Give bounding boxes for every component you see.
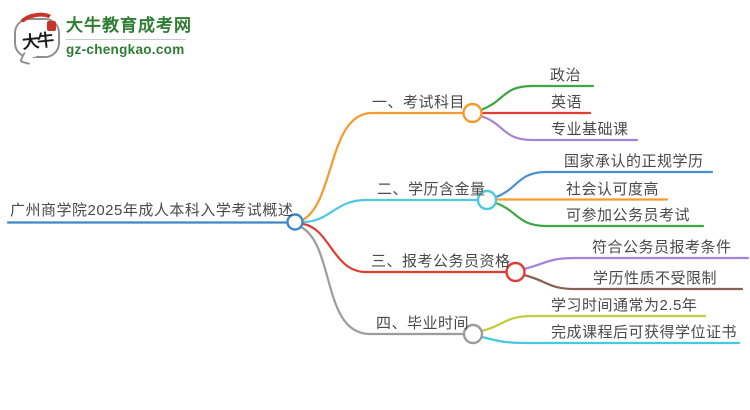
branch-1-node-circle[interactable] <box>462 102 483 124</box>
connector-branch-1 <box>301 111 465 222</box>
logo-characters: 大牛 <box>21 30 54 54</box>
branch-3-node-circle[interactable] <box>505 261 526 283</box>
connector-branch-3-child-1 <box>522 256 750 271</box>
connector-branch-2 <box>301 198 480 224</box>
branch-4-node-circle[interactable] <box>462 323 484 345</box>
branch-1-child-1-label[interactable]: 政治 <box>550 67 582 84</box>
site-url: gz-chengkao.com <box>66 42 185 57</box>
connector-branch-2-child-3 <box>494 201 705 228</box>
branch-4-label[interactable]: 四、毕业时间 <box>376 315 470 332</box>
connector-branch-4-child-1 <box>480 314 707 333</box>
logo-red-seal <box>47 21 56 31</box>
branch-3-label[interactable]: 三、报考公务员资格 <box>371 253 511 270</box>
branch-2-child-1-label[interactable]: 国家承认的正规学历 <box>564 153 704 170</box>
site-logo[interactable]: 大牛 大牛教育成考网 gz-chengkao.com <box>14 9 192 65</box>
branch-2-node-circle[interactable] <box>476 189 498 211</box>
branch-3-child-1-label[interactable]: 符合公务员报考条件 <box>592 239 732 256</box>
connector-branch-3-child-2 <box>522 273 744 291</box>
branch-4-child-2-label[interactable]: 完成课程后可获得学位证书 <box>551 324 738 341</box>
connector-branch-4-child-2 <box>480 335 741 345</box>
connector-branch-3 <box>301 222 508 274</box>
branch-2-label[interactable]: 二、学历含金量 <box>377 181 486 198</box>
branch-4-child-1-label[interactable]: 学习时间通常为2.5年 <box>551 297 698 314</box>
logo-divider <box>66 39 186 40</box>
site-name: 大牛教育成考网 <box>66 16 192 35</box>
branch-1-label[interactable]: 一、考试科目 <box>372 94 466 111</box>
root-node-label[interactable]: 广州商学院2025年成人本科入学考试概述 <box>10 202 294 219</box>
connector-branch-2-child-1 <box>494 170 714 199</box>
connector-branch-1-child-1 <box>479 84 595 112</box>
branch-2-child-2-label[interactable]: 社会认可度高 <box>566 181 660 198</box>
root-node-circle[interactable] <box>286 213 304 231</box>
branch-2-child-3-label[interactable]: 可参加公务员考试 <box>566 207 691 224</box>
branch-3-child-2-label[interactable]: 学历性质不受限制 <box>593 270 718 287</box>
branch-1-child-3-label[interactable]: 专业基础课 <box>551 121 629 138</box>
connector-branch-4 <box>299 225 466 336</box>
branch-1-child-2-label[interactable]: 英语 <box>551 94 583 111</box>
connector-branch-1-child-3 <box>479 114 639 142</box>
logo-text-block: 大牛教育成考网 gz-chengkao.com <box>66 14 192 58</box>
logo-speech-bubble: 大牛 <box>14 9 60 65</box>
